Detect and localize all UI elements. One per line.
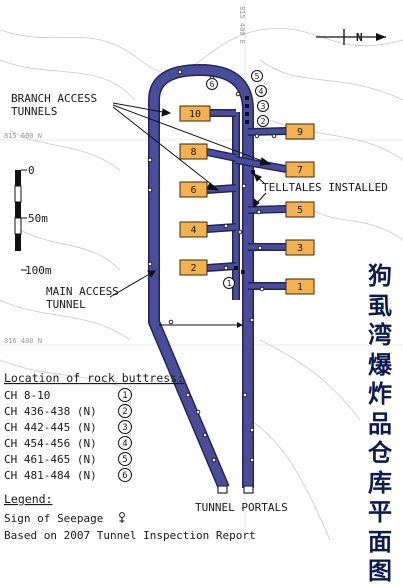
buttress-row-5-num: 5 (122, 455, 127, 465)
chamber-2-label: 2 (190, 263, 196, 274)
buttress-row-1-num: 1 (122, 391, 127, 401)
scale-bar: 0 50m 100m (14, 164, 52, 277)
seepage-marks (147, 69, 277, 463)
title-char: 品 (368, 409, 392, 438)
telltale-leader-lines (253, 173, 267, 209)
map-marker-4: 4 (259, 87, 264, 96)
branch-access-label-line2: TUNNELS (11, 105, 57, 118)
rock-buttress-heading: Location of rock buttress: (4, 371, 184, 385)
north-label: N (356, 31, 363, 44)
map-buttress-markers (206, 70, 269, 289)
buttress-row-6-ch: CH 481-484 (N) (4, 469, 97, 482)
buttress-row-5-ch: CH 461-465 (N) (4, 453, 97, 466)
main-access-label-line2: TUNNEL (46, 298, 86, 311)
grid-label-1: 815 600 N (4, 132, 42, 140)
legend-heading: Legend: (4, 492, 52, 506)
map-marker-2: 2 (261, 117, 266, 126)
chamber-2: 2 (179, 259, 208, 276)
chamber-6: 6 (179, 181, 208, 198)
title-char: 湾 (368, 321, 392, 349)
buttress-row-4-num: 4 (122, 439, 127, 449)
grid-label-3: 816 400 N (4, 337, 42, 345)
contour-lines (0, 28, 403, 541)
scale-50m: 50m (28, 212, 48, 225)
title-char: 图 (368, 557, 392, 585)
title-char: 炸 (368, 380, 392, 408)
chamber-7: 7 (285, 161, 315, 178)
title-char: 虱 (368, 291, 392, 320)
chamber-6-label: 6 (190, 185, 196, 196)
branch-access-label-line1: BRANCH ACCESS (11, 92, 97, 105)
chamber-9-label: 9 (297, 127, 303, 138)
map-marker-1: 1 (227, 279, 232, 288)
chamber-5: 5 (285, 201, 315, 218)
buttress-row-4-ch: CH 454-456 (N) (4, 437, 97, 450)
buttress-row-1-ch: CH 8-10 (4, 389, 50, 402)
scale-0: 0 (28, 164, 35, 177)
chamber-10: 10 (179, 105, 211, 122)
buttress-row-3-ch: CH 442-445 (N) (4, 421, 97, 434)
map-marker-3: 3 (261, 102, 266, 111)
scale-100m: 100m (25, 264, 52, 277)
title-char: 库 (368, 468, 392, 497)
tunnel-portals-label: TUNNEL PORTALS (195, 501, 288, 514)
tunnel-network (148, 64, 287, 491)
buttress-row-3-num: 3 (122, 423, 127, 433)
telltale-dots (234, 96, 255, 274)
buttress-row-2-ch: CH 436-438 (N) (4, 405, 97, 418)
tunnel-plan-diagram: 815 600 N 815 400 E 816 400 N N 0 50m 10… (0, 0, 403, 543)
chamber-3: 3 (285, 239, 315, 256)
chamber-9: 9 (285, 123, 315, 140)
legend-note: Based on 2007 Tunnel Inspection Report (4, 529, 256, 542)
rock-buttress-circles (118, 388, 132, 482)
title-char: 爆 (368, 350, 392, 379)
chamber-1: 1 (285, 278, 315, 295)
grid-label-2: 815 400 E (238, 6, 246, 44)
legend-seepage: Sign of Seepage (4, 512, 103, 525)
map-marker-6: 6 (210, 80, 215, 89)
chamber-4: 4 (179, 221, 208, 238)
main-leader-line (109, 270, 156, 298)
rock-buttress-table: CH 8-10 CH 436-438 (N) CH 442-445 (N) CH… (4, 389, 97, 482)
portal-marks (217, 485, 254, 494)
chamber-1-label: 1 (297, 282, 303, 293)
branch-leader-lines (112, 102, 272, 191)
chamber-10-label: 10 (189, 109, 201, 120)
main-access-label-line1: MAIN ACCESS (46, 285, 119, 298)
map-marker-5: 5 (255, 72, 260, 81)
seepage-icon (119, 512, 125, 523)
chamber-5-label: 5 (297, 205, 303, 216)
telltales-label: TELLTALES INSTALLED (262, 181, 388, 194)
title-char: 狗 (368, 262, 392, 290)
chamber-7-label: 7 (297, 165, 303, 176)
title-char: 仓 (368, 439, 392, 467)
title-char: 面 (368, 527, 392, 556)
chamber-4-label: 4 (190, 225, 196, 236)
chamber-3-label: 3 (297, 243, 303, 254)
chamber-8-label: 8 (190, 147, 196, 158)
title-char: 平 (368, 498, 392, 526)
north-arrow: N (316, 29, 386, 45)
chinese-title: 狗 虱 湾 爆 炸 品 仓 库 平 面 图 (363, 262, 397, 587)
buttress-row-2-num: 2 (122, 407, 127, 417)
buttress-row-6-num: 6 (122, 471, 127, 481)
dimension-line (159, 322, 243, 328)
chamber-8: 8 (179, 143, 208, 160)
